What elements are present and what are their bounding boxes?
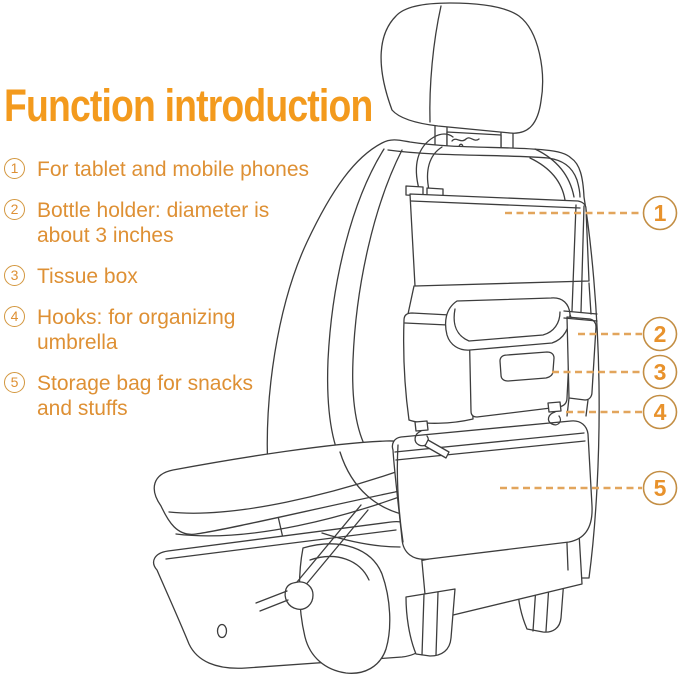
feature-3-number-badge: 3 (4, 265, 25, 286)
feature-item-4: 4 Hooks: for organizing umbrella (4, 305, 349, 355)
feature-2-number-badge: 2 (4, 199, 25, 220)
callout-number: 4 (654, 399, 667, 425)
tissue-opening (499, 351, 555, 382)
feature-item-1: 1 For tablet and mobile phones (4, 157, 349, 182)
callout-circle (642, 354, 678, 390)
callout-1: 1 (505, 195, 678, 231)
callout-circle (642, 195, 678, 231)
feature-5-number-badge: 5 (4, 372, 25, 393)
feature-item-2: 2 Bottle holder: diameter is about 3 inc… (4, 198, 349, 248)
hook-left (414, 420, 430, 447)
side-strap (571, 204, 585, 313)
callout-number: 3 (654, 359, 667, 385)
zipper-pull (424, 439, 450, 459)
feature-item-5: 5 Storage bag for snacks and stuffs (4, 371, 349, 421)
feature-text-line: Tissue box (37, 265, 138, 288)
strap-loop (284, 581, 314, 610)
buckle-strap (255, 504, 401, 612)
callout-4: 4 (566, 394, 678, 430)
hanging-straps (415, 133, 454, 191)
callout-number: 5 (654, 475, 667, 501)
feature-text-line: Hooks: for organizing (37, 306, 236, 329)
feature-text-line: about 3 inches (37, 224, 174, 247)
backseat-organizer (391, 185, 598, 560)
callout-number: 1 (654, 200, 667, 226)
feature-text-line: and stuffs (37, 397, 128, 420)
feature-item-3: 3 Tissue box (4, 264, 349, 289)
feature-text-line: For tablet and mobile phones (37, 158, 310, 181)
base-button (216, 623, 228, 639)
feature-text-line: umbrella (37, 331, 118, 354)
bracket-foot (405, 588, 456, 657)
feature-text-line: Bottle holder: diameter is (37, 199, 270, 222)
seat-cushion (153, 440, 427, 537)
hook-right (547, 401, 562, 426)
callout-2: 2 (578, 316, 678, 352)
callout-5: 5 (500, 470, 678, 506)
tablet-pocket (407, 193, 592, 315)
callout-circle (642, 394, 678, 430)
callout-circle (642, 470, 678, 506)
callout-3: 3 (552, 354, 678, 390)
feature-1-number-badge: 1 (4, 158, 25, 179)
headrest (380, 2, 544, 134)
feature-4-number-badge: 4 (4, 306, 25, 327)
tissue-box-flap (444, 297, 571, 351)
storage-bag (391, 420, 593, 560)
feature-text-line: Storage bag for snacks (37, 372, 253, 395)
feature-list: 1 For tablet and mobile phones 2 Bottle … (4, 157, 349, 437)
callout-circle (642, 316, 678, 352)
callout-number: 2 (654, 321, 667, 347)
page-title: Function introduction (4, 80, 373, 131)
bottle-holder (563, 310, 598, 417)
